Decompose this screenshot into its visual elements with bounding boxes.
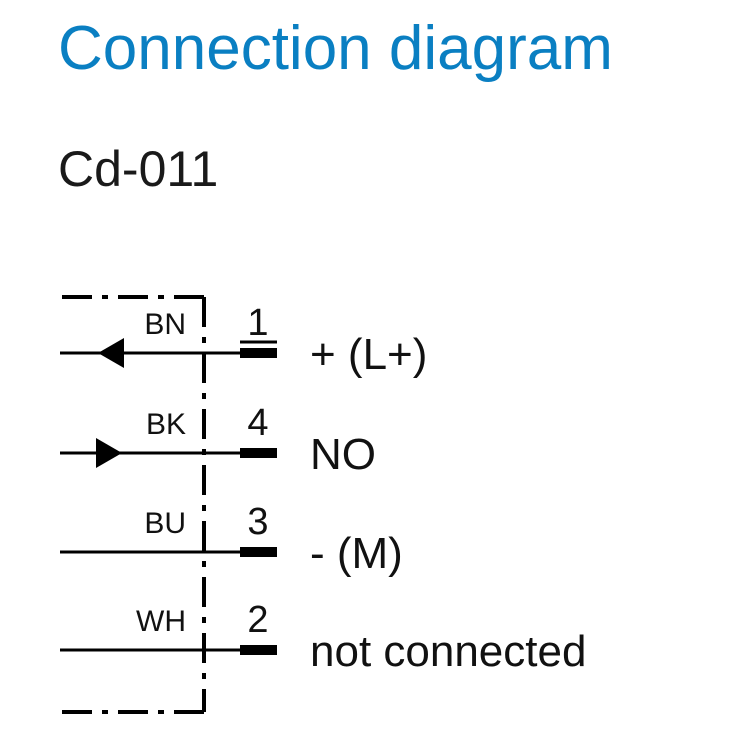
signal-label: not connected <box>310 627 586 676</box>
pin-number: 1 <box>247 302 268 344</box>
signal-label: - (M) <box>310 529 403 578</box>
wire-color-label: BU <box>144 507 186 540</box>
arrow-right-icon <box>96 438 122 468</box>
signal-label: NO <box>310 430 376 479</box>
terminal-block <box>240 547 277 557</box>
pin-row: BU 3 - (M) <box>60 501 403 578</box>
wire-color-label: BK <box>146 408 186 441</box>
pin-rows: BN 1 + (L+) BK 4NO BU 3 - (M) WH 2 not connected <box>60 302 586 676</box>
wire-color-label: BN <box>144 308 186 341</box>
diagram-code: Cd-011 <box>58 141 219 197</box>
diagram-title: Connection diagram <box>58 14 613 83</box>
pin-row: BN 1 + (L+) <box>60 302 427 379</box>
pin-number: 3 <box>247 501 268 543</box>
terminal-block <box>240 645 277 655</box>
pin-number: 2 <box>247 599 268 641</box>
arrow-left-icon <box>98 338 124 368</box>
pin-row: BK 4NO <box>60 402 376 479</box>
pin-number: 4 <box>247 402 268 444</box>
housing-outline <box>62 295 206 714</box>
pin-row: WH 2 not connected <box>60 599 586 676</box>
wire-color-label: WH <box>136 605 186 638</box>
terminal-block <box>240 348 277 358</box>
terminal-block <box>240 448 277 458</box>
signal-label: + (L+) <box>310 330 427 379</box>
